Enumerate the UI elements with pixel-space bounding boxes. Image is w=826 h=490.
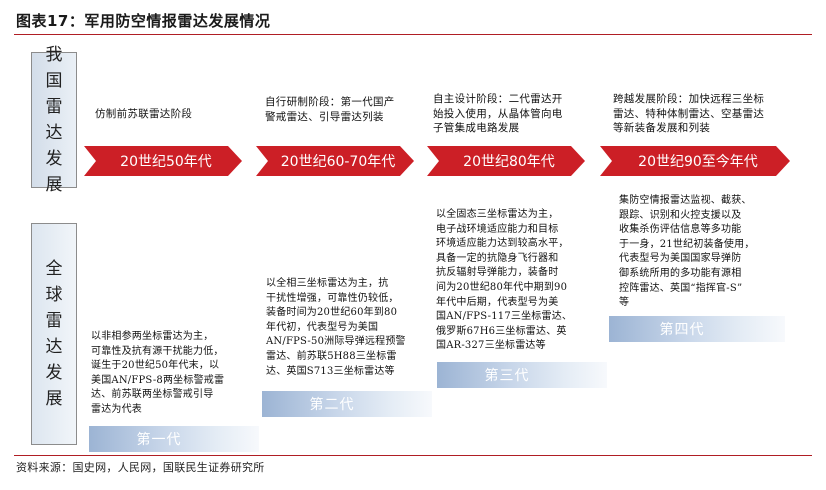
generation-band-2: 第二代 bbox=[262, 391, 432, 417]
source-note: 资料来源：国史网，人民网，国联民生证券研究所 bbox=[16, 461, 265, 474]
global-gen-desc-2: 以全相三坐标雷达为主，抗 干扰性增强，可靠性仍较低， 装备时间为20世纪60年到… bbox=[266, 278, 406, 377]
generation-band-3: 第三代 bbox=[437, 362, 607, 388]
era-arrow-4: 20世纪90至今年代 bbox=[600, 146, 790, 176]
global-gen-desc-4: 集防空情报雷达监视、截获、 跟踪、识别和火控支援以及 收集杀伤评估信息等多功能 … bbox=[619, 195, 755, 309]
top-rule bbox=[14, 34, 812, 35]
china-stage-desc-2: 自行研制阶段：第一代国产 警戒雷达、引导雷达列装 bbox=[265, 96, 395, 123]
era-arrow-2: 20世纪60-70年代 bbox=[256, 146, 414, 176]
global-gen-desc-1: 以非相参两坐标雷达为主， 可靠性及抗有源干扰能力低， 诞生于20世纪50年代末，… bbox=[91, 331, 225, 415]
bottom-rule bbox=[14, 455, 812, 456]
china-stage-desc-3: 自主设计阶段：二代雷达开 始投入使用，从晶体管向电 子管集成电路发展 bbox=[433, 93, 563, 134]
side-label-china: 我 国 雷 达 发 展 bbox=[31, 45, 77, 195]
era-arrow-3: 20世纪80年代 bbox=[427, 146, 585, 176]
side-label-global: 全 球 雷 达 发 展 bbox=[31, 223, 77, 445]
china-stage-desc-1: 仿制前苏联雷达阶段 bbox=[95, 108, 193, 120]
figure-title: 图表17：军用防空情报雷达发展情况 bbox=[16, 12, 271, 30]
era-arrow-1: 20世纪50年代 bbox=[84, 146, 242, 176]
generation-band-1: 第一代 bbox=[89, 426, 259, 452]
china-stage-desc-4: 跨越发展阶段：加快远程三坐标 雷达、特种体制雷达、空基雷达 等新装备发展和列装 bbox=[613, 93, 765, 134]
generation-band-4: 第四代 bbox=[609, 316, 785, 342]
global-gen-desc-3: 以全固态三坐标雷达为主， 电子战环境适应能力和目标 环境适应能力达到较高水平， … bbox=[436, 209, 573, 352]
